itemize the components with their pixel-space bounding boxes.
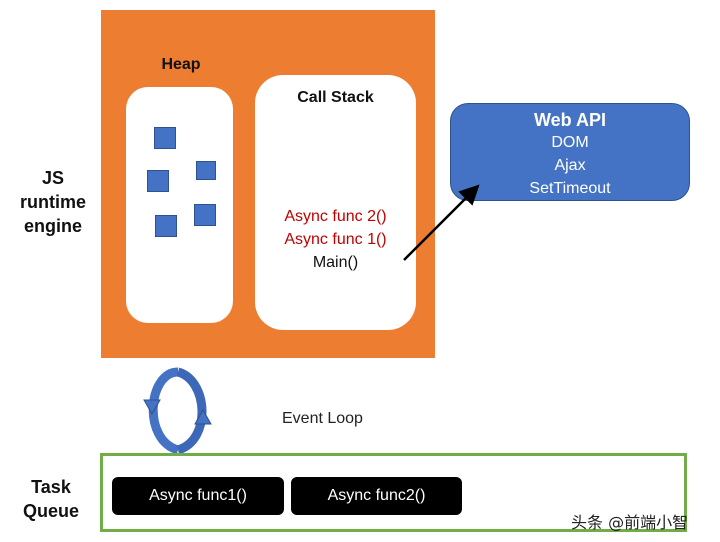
stack-frame: Async func 1() (284, 231, 387, 248)
heap-object (194, 204, 216, 226)
heap-object (147, 170, 169, 192)
label-line: Queue (22, 501, 79, 521)
call-stack-title: Call Stack (297, 89, 374, 106)
call-stack-frames: Async func 2() Async func 1() Main() (255, 205, 416, 274)
heap-object (154, 127, 176, 149)
heap-object (196, 161, 216, 180)
arrow-stack-to-webapi (403, 184, 480, 261)
task-item: Async func2() (291, 477, 462, 515)
web-api-item: DOM (551, 134, 589, 151)
web-api-item: Ajax (554, 157, 586, 174)
heap-object (155, 215, 177, 237)
task-queue-label: Task Queue (10, 475, 92, 523)
event-loop-label: Event Loop (282, 410, 363, 427)
js-runtime-engine-label: JS runtime engine (10, 166, 96, 238)
watermark: 头条 @前端小智 (571, 513, 689, 532)
label-line: Task (31, 477, 71, 497)
label-line: JS (41, 168, 65, 188)
label-line: runtime (19, 192, 86, 212)
web-api-title: Web API (533, 110, 606, 130)
web-api-box: Web API DOM Ajax SetTimeout (450, 103, 690, 201)
heap-title: Heap (161, 56, 201, 73)
stack-frame: Async func 2() (284, 208, 387, 225)
call-stack-box (255, 75, 416, 330)
task-item: Async func1() (112, 477, 284, 515)
circular-arrows-icon (143, 367, 212, 455)
stack-frame: Main() (312, 254, 359, 271)
web-api-item: SetTimeout (529, 180, 611, 197)
label-line: engine (23, 216, 82, 236)
